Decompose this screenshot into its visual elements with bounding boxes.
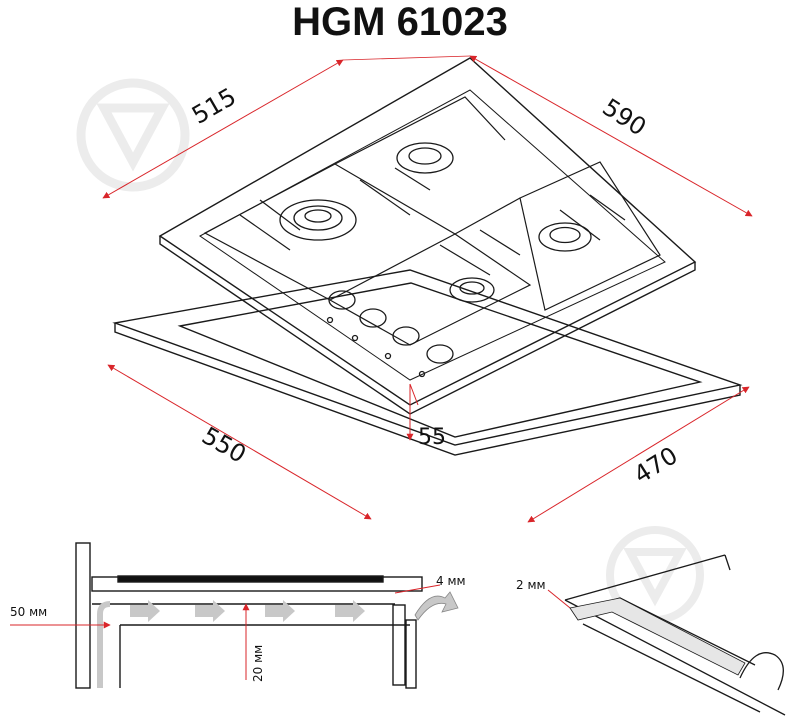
exhaust-arrow: [414, 591, 459, 621]
gap-front-label: 4 мм: [436, 574, 466, 588]
dim-label-550: 550: [197, 421, 251, 468]
install-section: [75, 542, 423, 689]
dim-line-550: [107, 364, 372, 520]
burner-rear-left: [396, 142, 454, 174]
dim-label-515: 515: [187, 82, 241, 129]
dim-label-470: 470: [629, 441, 683, 489]
dim-label-590: 590: [598, 93, 652, 141]
page-title: HGM 61023: [292, 0, 508, 44]
burner-rear-right: [538, 222, 592, 252]
seal-label: 2 мм: [516, 578, 546, 592]
gap-under-label: 20 мм: [251, 645, 265, 682]
airflow-arrows: [130, 600, 365, 622]
dim-line-515: [102, 59, 344, 199]
dim-lines: [102, 55, 753, 523]
dim-label-55: 55: [418, 425, 446, 450]
gap-side-label: 50 мм: [10, 605, 47, 619]
control-knobs: [326, 290, 454, 378]
burner-wok: [279, 199, 357, 241]
dim-line-470: [527, 386, 750, 523]
burner-front-right: [449, 277, 495, 303]
watermark-logo-top: [76, 78, 190, 192]
pan-support-grates: [203, 96, 661, 346]
dim-line-590: [469, 55, 753, 217]
